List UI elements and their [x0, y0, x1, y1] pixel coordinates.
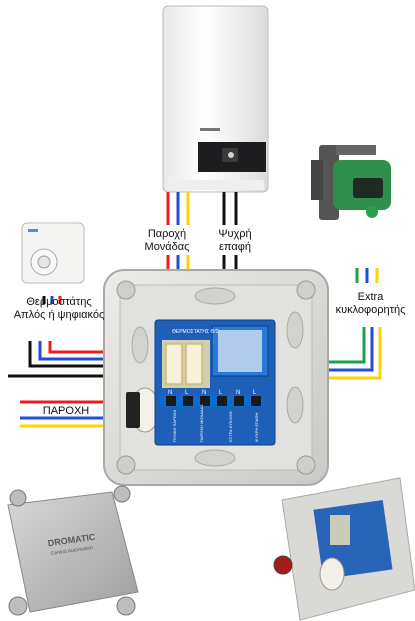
cold-contact-line2: επαφή	[219, 241, 251, 253]
lid-tagline: Central Automation	[50, 545, 93, 557]
boiler-supply-wires	[166, 192, 190, 270]
terminal-label: N	[236, 390, 240, 396]
open-box-photo	[273, 477, 415, 621]
terminal-label: L	[219, 390, 223, 396]
board-header-text: ΘΕΡΜΟΣΤΑΤΗΣ Θ/Σ	[172, 329, 219, 335]
boiler	[162, 5, 269, 193]
thermostat-wires	[8, 296, 106, 378]
thermostat-device	[21, 222, 85, 284]
thermostat-label: Θερμοστάτης Απλός ή ψηφιακός	[0, 296, 118, 322]
terminal-label: L	[185, 390, 189, 396]
terminal-caption: ΠΑΡΟΧΗ ΜΟΝΑΔΑΣ	[199, 404, 204, 442]
main-supply-wires	[20, 400, 106, 428]
terminal-caption: ΓΕΝΙΚΗ ΠΑΡΟΧΗ	[172, 409, 177, 442]
pump-wires	[320, 268, 382, 380]
boiler-supply-line1: Παροχή	[147, 228, 187, 240]
extra-pump-line2: κυκλοφορητής	[335, 304, 406, 316]
extra-pump-line1: Extra	[357, 291, 384, 303]
thermostat-line2: Απλός ή ψηφιακός	[13, 309, 105, 321]
terminal-caption: ΨΥΧΡΗ ΕΠΑΦΗ	[254, 412, 259, 442]
pump-device	[311, 145, 391, 220]
cold-contact-label: Ψυχρή επαφή	[205, 228, 265, 254]
terminal-label: L	[253, 390, 257, 396]
control-board	[154, 319, 276, 446]
box-lid	[7, 485, 139, 616]
terminal-label: N	[168, 390, 172, 396]
terminal-label: N	[202, 390, 206, 396]
supply-label: ΠΑΡΟΧΗ	[42, 405, 90, 417]
thermostat-line1: Θερμοστάτης	[26, 296, 92, 308]
boiler-supply-label: Παροχή Μονάδας	[132, 228, 202, 254]
cold-contact-wires	[222, 192, 238, 270]
terminal-caption: ΕΞΤΡΑ ΚΥΚΛΟΦ.	[228, 410, 233, 442]
boiler-supply-line2: Μονάδας	[144, 241, 190, 253]
extra-pump-label: Extra κυκλοφορητής	[328, 291, 413, 317]
cold-contact-line1: Ψυχρή	[218, 228, 252, 240]
